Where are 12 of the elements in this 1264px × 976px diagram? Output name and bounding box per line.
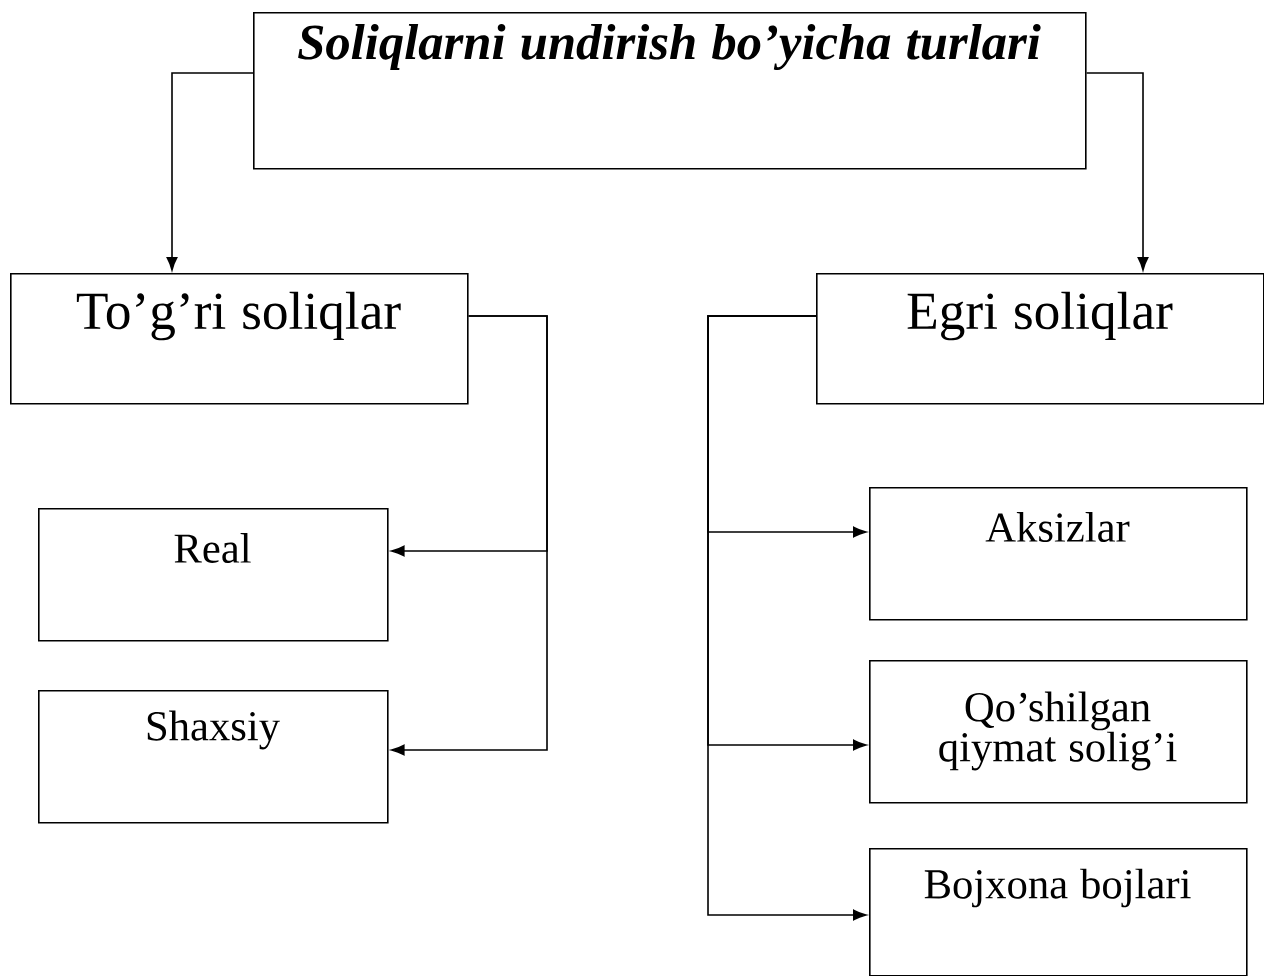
arrow xyxy=(391,315,548,756)
tax-type-box: Qo’shilgan qiymat solig’i xyxy=(869,660,1248,804)
tax-type-box: Bojxona bojlari xyxy=(869,848,1248,976)
category-box: Egri soliqlar xyxy=(816,273,1264,405)
category-box: To’g’ri soliqlar xyxy=(10,273,469,405)
arrow xyxy=(707,315,867,921)
arrow xyxy=(166,72,254,271)
arrow xyxy=(1085,72,1149,271)
tax-type-box: Shaxsiy xyxy=(38,690,389,824)
heading-box: Soliqlarni undirish bo’yicha turlari xyxy=(253,12,1087,170)
tax-type-box: Real xyxy=(38,508,389,642)
tax-type-box: Aksizlar xyxy=(869,487,1248,621)
